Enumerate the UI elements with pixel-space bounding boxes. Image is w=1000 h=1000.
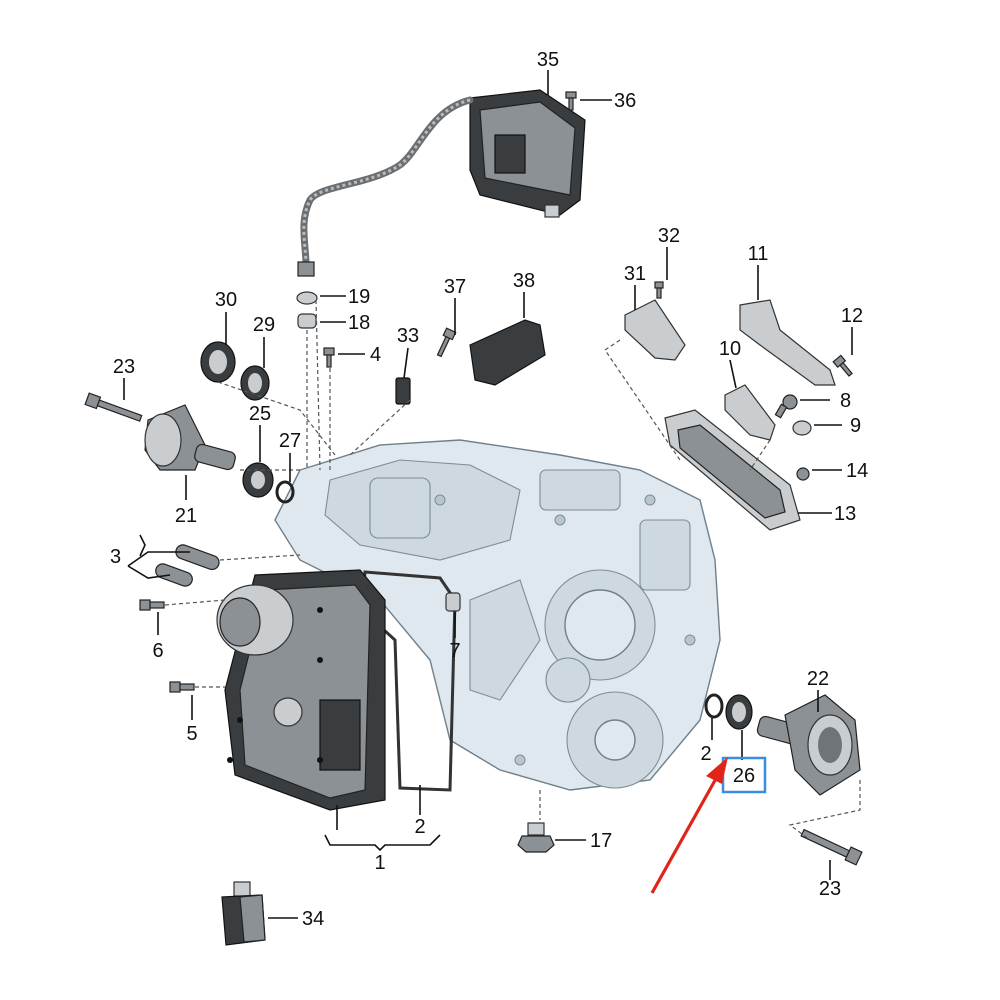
callout-37: 37 [444,276,466,298]
callout-8: 8 [840,390,851,412]
accumulator-pair-part-3 [155,544,220,587]
callout-31: 31 [624,263,646,285]
callout-23-right: 23 [819,878,841,900]
callout-23-left: 23 [113,356,135,378]
bolt-part-6 [139,599,165,611]
plug-part-18 [297,313,317,329]
o-ring-part-27-right [704,693,724,719]
callout-14: 14 [846,460,868,482]
callout-6: 6 [152,640,163,662]
drain-plug-part-17 [517,822,555,853]
plug-part-7 [445,592,461,612]
callout-27-right: 2 [700,743,711,765]
callout-32: 32 [658,225,680,247]
control-module-part-35 [469,89,586,218]
bracket-part-11 [739,299,836,386]
callout-5: 5 [186,723,197,745]
clip-part-33 [395,377,411,405]
bracket-part-38 [469,319,546,386]
callout-4: 4 [370,344,381,366]
callout-11: 11 [748,243,769,265]
bracket-part-10 [724,384,776,441]
bolt-part-23-right [800,828,863,866]
transmission-housing [274,439,721,791]
bolt-part-23-left [84,392,143,422]
callout-10: 10 [719,338,741,360]
connector-plug [297,261,315,277]
callout-3: 3 [110,546,121,568]
callout-7: 7 [449,640,460,662]
callout-27: 27 [279,430,301,452]
callout-18: 18 [348,312,370,334]
callout-9: 9 [850,415,861,437]
seal-part-19 [296,291,318,305]
callout-21: 21 [175,505,197,527]
callout-1: 1 [374,852,385,874]
bracket-part-31 [624,299,686,361]
bolt-part-5 [169,681,195,693]
harness-cable [300,96,474,266]
callout-17: 17 [590,830,612,852]
callout-19: 19 [348,286,370,308]
callout-36: 36 [614,90,636,112]
bolt-part-36 [565,91,577,99]
callout-26: 26 [733,765,755,787]
fluid-bottle-part-34 [221,881,266,946]
callout-35: 35 [537,49,559,71]
callout-34: 34 [302,908,324,930]
callout-33: 33 [397,325,419,347]
flange-part-22 [756,694,861,796]
callout-13: 13 [834,503,856,525]
callout-38: 38 [513,270,535,292]
flange-part-21 [144,404,236,471]
callout-30: 30 [215,289,237,311]
callout-12: 12 [841,305,863,327]
highlight-arrow [650,757,728,894]
callout-25: 25 [249,403,271,425]
o-ring-part-27 [275,480,295,504]
callout-29: 29 [253,314,275,336]
mechatronic-unit-part-1 [216,569,386,811]
callout-22: 22 [807,668,829,690]
callout-2: 2 [414,816,425,838]
